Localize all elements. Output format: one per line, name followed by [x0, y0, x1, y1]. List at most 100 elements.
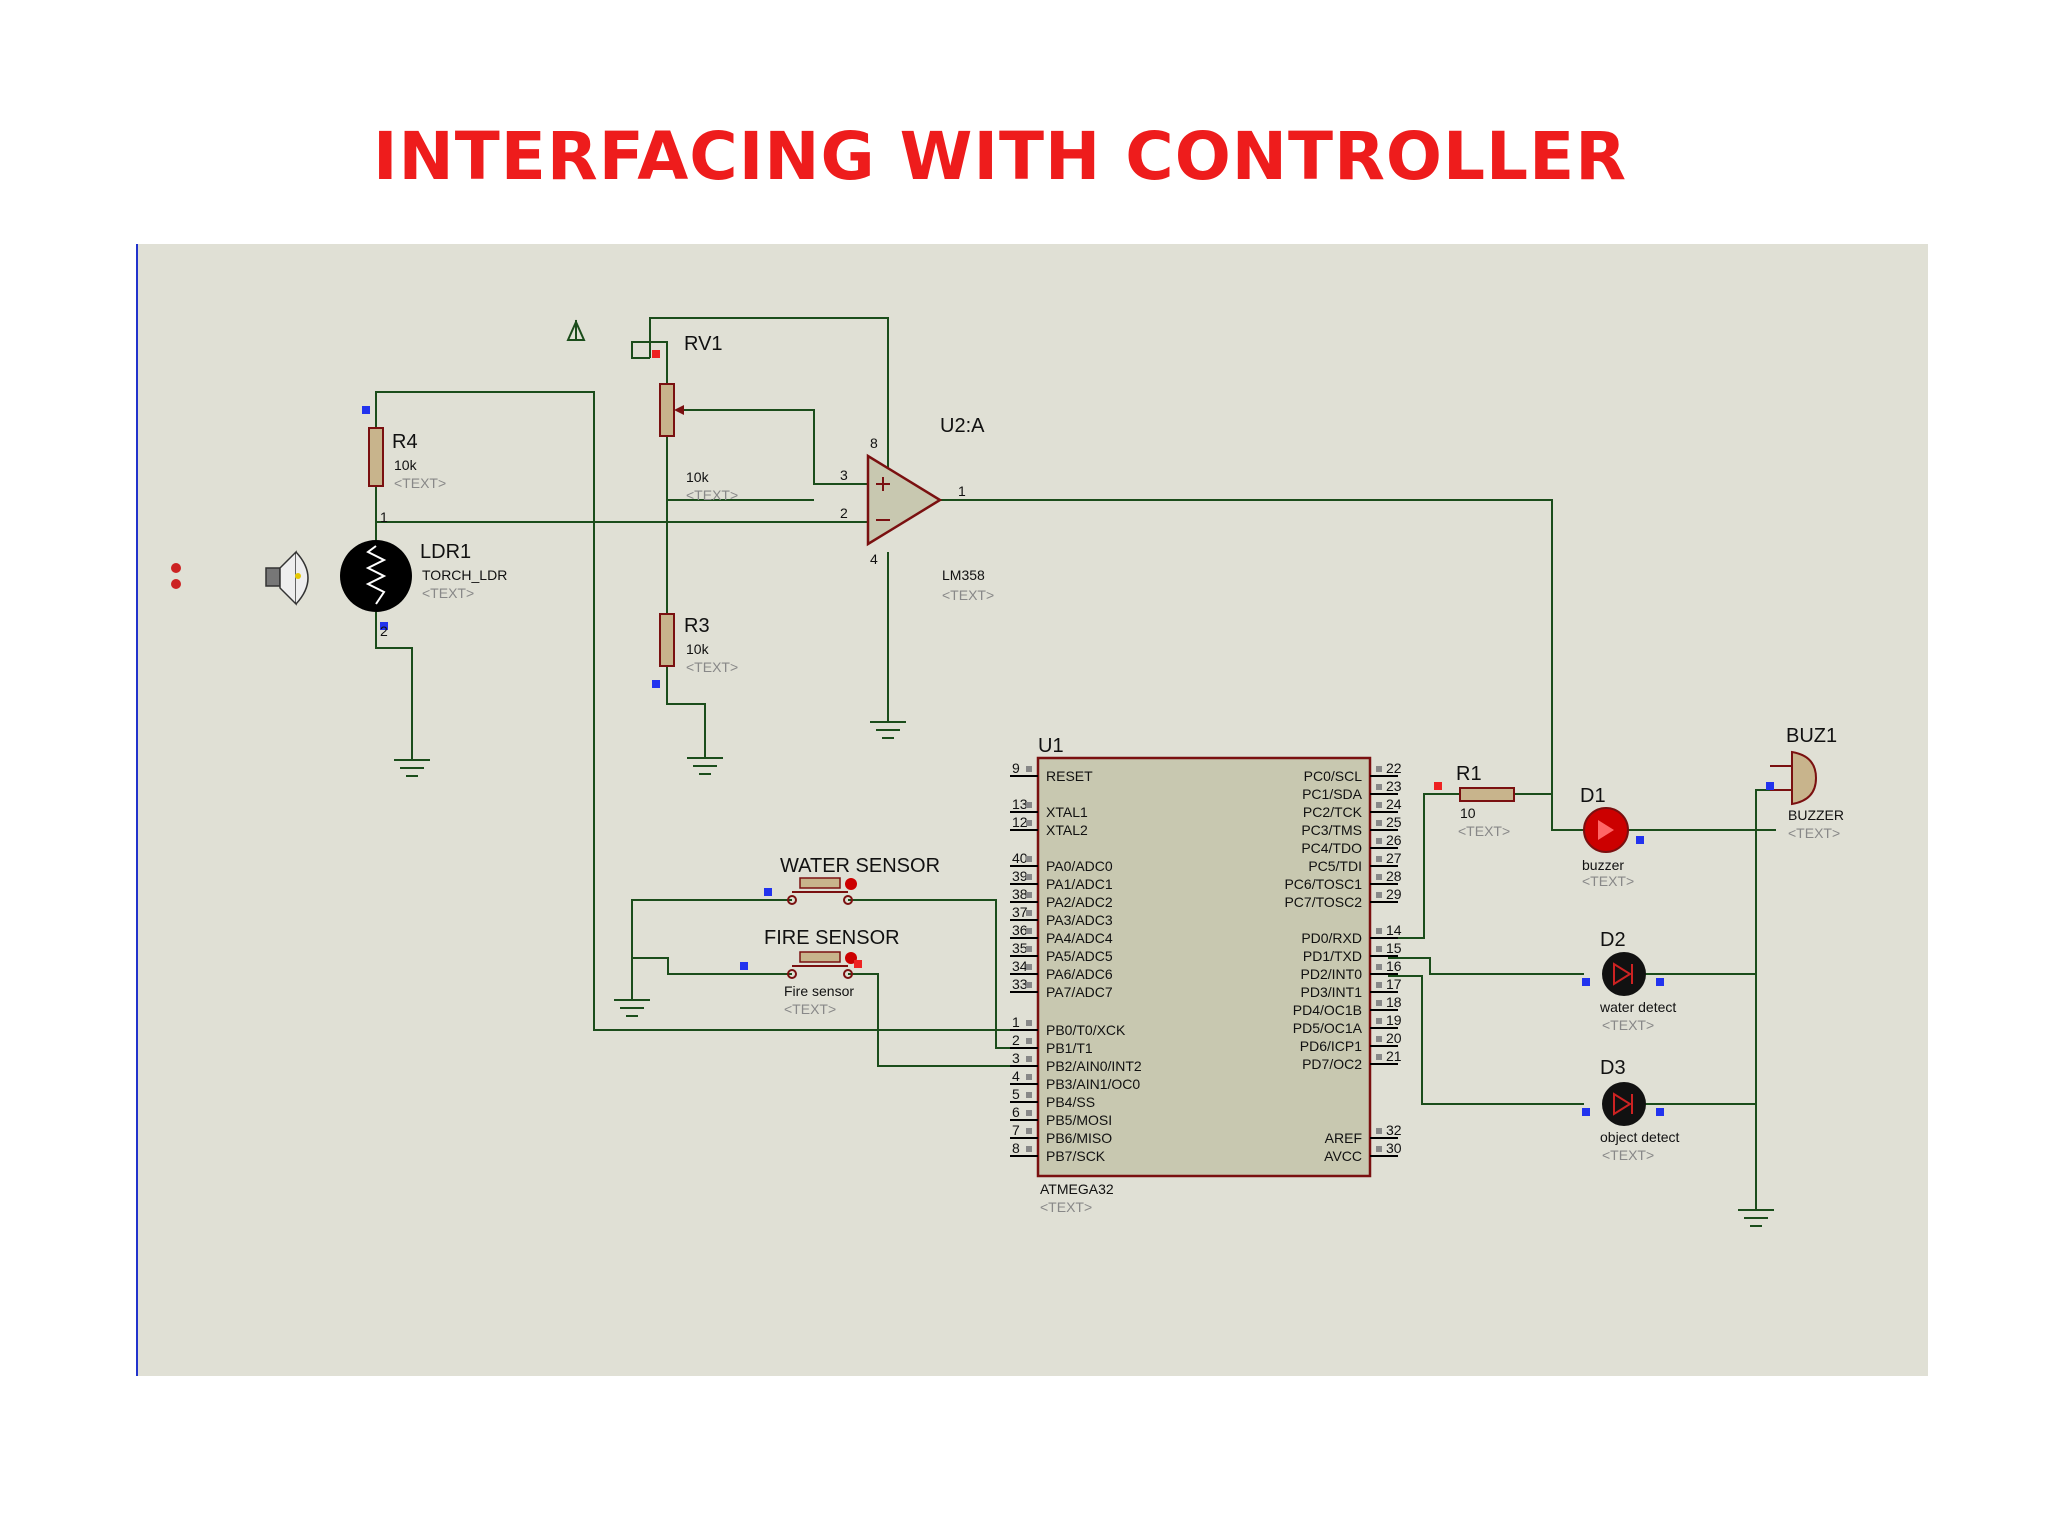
u1-pin-name: PB5/MOSI	[1046, 1112, 1112, 1128]
u1-pin-name: PB4/SS	[1046, 1094, 1095, 1110]
u1-pin-state	[1026, 928, 1032, 934]
torch-light-source-icon[interactable]	[265, 550, 309, 606]
rv1-value-label: 10k	[686, 469, 710, 485]
rv1-ref-label: RV1	[684, 333, 723, 355]
r4-ref-label: R4	[392, 431, 418, 453]
u1-pin-name: PD1/TXD	[1303, 948, 1362, 964]
u1-pin-number: 14	[1386, 922, 1402, 938]
fire-sensor-switch[interactable]	[787, 951, 857, 979]
d3-value-label: object detect	[1600, 1129, 1679, 1145]
rv1-resistor-body[interactable]	[659, 383, 675, 437]
rv1-text-placeholder: <TEXT>	[686, 487, 738, 503]
u1-pin-number: 19	[1386, 1012, 1402, 1028]
u1-pin-name: PB6/MISO	[1046, 1130, 1112, 1146]
ground-symbols	[394, 721, 1774, 1227]
u1-pin-name: PB0/T0/XCK	[1046, 1022, 1126, 1038]
u2a-pin-minus: 2	[840, 505, 848, 521]
d2-led[interactable]	[1602, 952, 1646, 996]
u1-pin-state	[1026, 820, 1032, 826]
water-sensor-switch[interactable]	[787, 877, 857, 905]
ground-icon	[614, 999, 650, 1017]
d2-text-placeholder: <TEXT>	[1602, 1017, 1654, 1033]
u1-pin-number: 40	[1012, 850, 1028, 866]
u1-pin-number: 6	[1012, 1104, 1020, 1120]
u1-pin-number: 2	[1012, 1032, 1020, 1048]
d1-led-lit[interactable]	[1583, 807, 1629, 853]
u1-pin-name: PB2/AIN0/INT2	[1046, 1058, 1142, 1074]
ground-icon	[687, 757, 723, 775]
ldr1-pin-bottom: 2	[380, 623, 388, 639]
u1-pin-state	[1026, 1074, 1032, 1080]
u1-pin-state	[1376, 982, 1382, 988]
u1-pin-number: 26	[1386, 832, 1402, 848]
u1-pin-state	[1026, 1128, 1032, 1134]
u1-text-placeholder: <TEXT>	[1040, 1199, 1092, 1215]
schematic-canvas	[136, 244, 1928, 1376]
u1-pin-state	[1376, 1018, 1382, 1024]
d1-text-placeholder: <TEXT>	[1582, 873, 1634, 889]
u1-pin-name: PA4/ADC4	[1046, 930, 1113, 946]
r1-ref-label: R1	[1456, 763, 1482, 785]
u1-pin-name: PB1/T1	[1046, 1040, 1093, 1056]
d3-text-placeholder: <TEXT>	[1602, 1147, 1654, 1163]
fire-sensor-value-label: Fire sensor	[784, 983, 854, 999]
u1-pin-state	[1376, 1054, 1382, 1060]
ldr1-value-label: TORCH_LDR	[422, 567, 507, 583]
wires	[375, 317, 1776, 1210]
u1-pin-number: 4	[1012, 1068, 1020, 1084]
u1-pin-name: PA3/ADC3	[1046, 912, 1113, 928]
u1-pin-state	[1026, 1020, 1032, 1026]
u2a-ref-label: U2:A	[940, 415, 985, 437]
u2a-pin-supply: 8	[870, 435, 878, 451]
u1-pin-name: PA5/ADC5	[1046, 948, 1113, 964]
fire-sensor-text-placeholder: <TEXT>	[784, 1001, 836, 1017]
d1-ref-label: D1	[1580, 785, 1606, 807]
u1-pin-state	[1376, 802, 1382, 808]
u1-pin-number: 16	[1386, 958, 1402, 974]
u1-value-label: ATMEGA32	[1040, 1181, 1114, 1197]
u1-pin-name: PC6/TOSC1	[1284, 876, 1362, 892]
u2a-pin-gnd: 4	[870, 551, 878, 567]
d1-value-label: buzzer	[1582, 857, 1624, 873]
u1-pin-number: 39	[1012, 868, 1028, 884]
u1-pin-name: PD0/RXD	[1301, 930, 1362, 946]
u1-microcontroller-body[interactable]	[1036, 756, 1372, 1178]
r1-resistor-body[interactable]	[1459, 787, 1515, 802]
u1-pin-name: PD7/OC2	[1302, 1056, 1362, 1072]
u1-pin-state	[1026, 964, 1032, 970]
u1-pin-state	[1026, 1092, 1032, 1098]
fire-sensor-label: FIRE SENSOR	[764, 927, 900, 949]
u1-pin-number: 8	[1012, 1140, 1020, 1156]
u1-pin-state	[1376, 892, 1382, 898]
ldr1-photoresistor[interactable]	[340, 540, 412, 612]
u1-pin-number: 15	[1386, 940, 1402, 956]
u1-pin-state	[1376, 928, 1382, 934]
rv1-wiper-arrow-icon	[674, 405, 684, 415]
u1-pin-name: PA2/ADC2	[1046, 894, 1113, 910]
r4-resistor-body[interactable]	[368, 427, 384, 487]
u1-pin-name: PC4/TDO	[1301, 840, 1362, 856]
probe-dots-icon	[171, 563, 181, 589]
u1-pin-state	[1026, 856, 1032, 862]
u1-pin-state	[1026, 982, 1032, 988]
u1-pin-number: 23	[1386, 778, 1402, 794]
u1-pin-name: PA7/ADC7	[1046, 984, 1113, 1000]
buz1-text-placeholder: <TEXT>	[1788, 825, 1840, 841]
u1-pin-number: 20	[1386, 1030, 1402, 1046]
u1-pin-name: PD3/INT1	[1301, 984, 1363, 1000]
u1-pin-name: XTAL1	[1046, 804, 1088, 820]
u2a-opamp[interactable]	[866, 453, 943, 547]
buz1-buzzer-icon[interactable]	[1770, 750, 1818, 806]
u1-pin-number: 22	[1386, 760, 1402, 776]
d3-led[interactable]	[1602, 1082, 1646, 1126]
u1-pin-state	[1026, 1110, 1032, 1116]
ground-icon	[1738, 1209, 1774, 1227]
r3-resistor-body[interactable]	[659, 613, 675, 667]
u1-pin-number: 33	[1012, 976, 1028, 992]
u1-pin-name: PC7/TOSC2	[1284, 894, 1362, 910]
u1-pin-number: 38	[1012, 886, 1028, 902]
u1-ref-label: U1	[1038, 735, 1064, 757]
u2a-text-placeholder: <TEXT>	[942, 587, 994, 603]
